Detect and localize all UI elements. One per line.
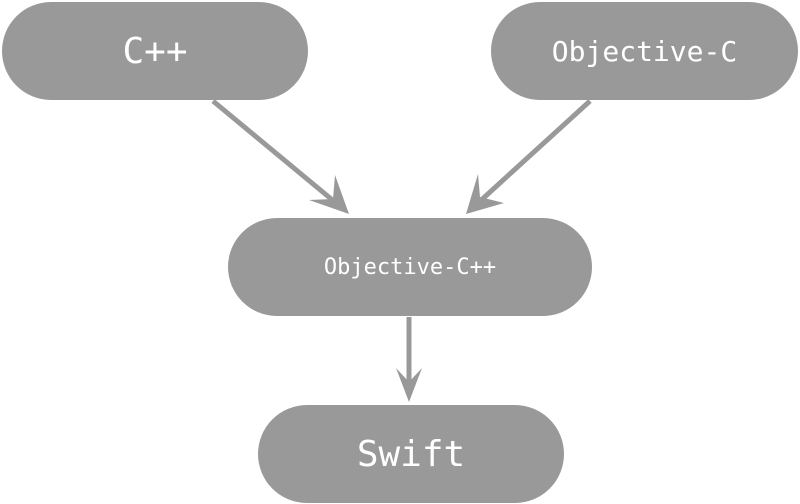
- node-label: Swift: [356, 433, 466, 475]
- node-swift: Swift: [258, 405, 564, 503]
- arrowhead-icon: [466, 174, 504, 214]
- arrowhead-icon: [396, 368, 422, 402]
- node-cpp: C++: [2, 2, 308, 100]
- node-label: Objective-C: [551, 34, 738, 68]
- node-label: C++: [122, 30, 188, 72]
- edge-cpp-to-objcpp: [211, 99, 349, 214]
- node-objective-c: Objective-C: [491, 2, 798, 100]
- node-objective-cpp: Objective-C++: [228, 218, 592, 316]
- edge-objcpp-to-swift: [396, 317, 422, 402]
- edge-objc-to-objcpp: [466, 99, 592, 214]
- node-label: Objective-C++: [323, 254, 497, 280]
- arrowhead-icon: [309, 175, 349, 214]
